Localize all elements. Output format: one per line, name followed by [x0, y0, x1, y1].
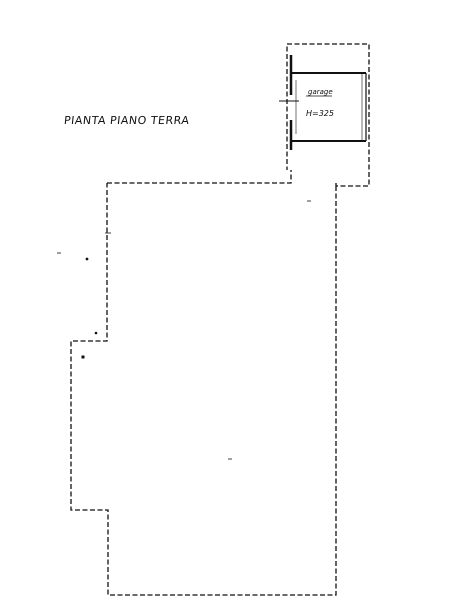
- drawing-marks: [57, 200, 311, 460]
- building-outline: [70, 43, 370, 596]
- garage-walls: [279, 55, 367, 150]
- plan-title: PIANTA PIANO TERRA: [63, 114, 191, 127]
- garage-height-label: H=325: [306, 109, 334, 118]
- garage-label: garage: [308, 88, 333, 96]
